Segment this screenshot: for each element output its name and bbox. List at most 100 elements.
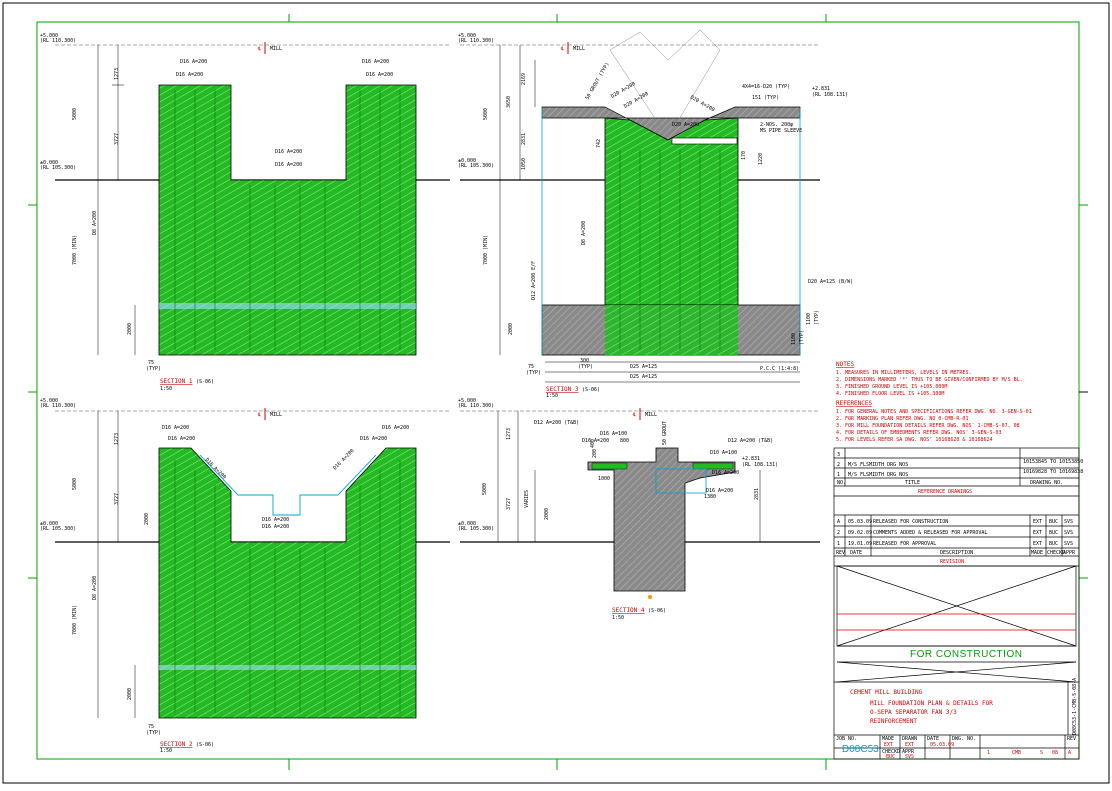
dim: 5000: [483, 108, 489, 120]
rebar-label: D10 A=100: [710, 450, 737, 456]
dim: 1100: [791, 333, 797, 345]
rebar-label: D12 A=200 (T&B): [534, 420, 579, 426]
centerline-mark: ℄: [257, 408, 266, 420]
rev-date: 05.03.09: [848, 519, 872, 525]
date-label: DATE: [927, 736, 939, 742]
level-ground: ±0.000: [458, 521, 476, 527]
level-ground-rl: (RL 105.300): [458, 526, 494, 532]
pocket-leader-lines: [609, 29, 721, 139]
dim: 400: [590, 439, 596, 448]
rebar-label: D20 A=200: [689, 95, 715, 114]
note-item: 2. DIMENSIONS MARKED '*' THUS TO BE GIVE…: [836, 377, 1023, 383]
rev-approved: SVS: [1064, 530, 1073, 536]
rebar-label: D16 A=200: [176, 72, 203, 78]
rebar-label: D16 A=200: [275, 162, 302, 168]
level-ground: ±0.000: [40, 521, 58, 527]
ref-header-title: TITLE: [905, 480, 920, 486]
dim: 1273: [114, 68, 120, 80]
level-ground-rl: (RL 105.300): [458, 163, 494, 169]
dim: VARIES: [524, 490, 530, 508]
dim: 2000: [508, 323, 514, 335]
rev-value: A: [1068, 750, 1071, 756]
section-title: SECTION 1: [160, 378, 193, 385]
title-block-red-lines: [837, 613, 1076, 631]
dim: 2000: [127, 323, 133, 335]
rev-date: 09.02.09: [848, 530, 872, 536]
centerline-mark: ℄: [257, 42, 266, 54]
rebar-label: MS PIPE SLEEVE: [760, 128, 802, 134]
rebar-label: 50 GROUT (TYP): [585, 61, 611, 101]
ref-row-dwg: 10153845 TO 10153850: [1023, 459, 1083, 465]
dim: 1380: [704, 494, 716, 500]
dim: 800: [620, 438, 629, 444]
side-code: D08C53-1-CMB-S-08-A: [1072, 678, 1078, 735]
notes-heading: NOTES: [836, 361, 854, 368]
rebar-lines: [174, 460, 401, 713]
dim: 3650: [506, 96, 512, 108]
dim: 1050: [521, 158, 527, 170]
dim-chain: [92, 45, 136, 355]
section-1: ℄: [55, 42, 450, 356]
approved-value: SVS: [905, 754, 914, 760]
level-ground-rl: (RL 105.300): [40, 165, 76, 171]
checked-value: BUC: [886, 754, 895, 760]
ref-row-no: 1: [837, 472, 840, 478]
rebar-label: 151 (TYP): [752, 95, 779, 101]
made-value: EXT: [884, 742, 893, 748]
foundation-body: [158, 84, 417, 356]
dwg-no-label: DWG. NO.: [952, 736, 976, 742]
rebar-label: D20 A=200: [672, 122, 699, 128]
rev-header: MADE: [1031, 550, 1043, 556]
section-title: SECTION 4: [612, 607, 645, 614]
pcc-strip: [159, 665, 416, 670]
centerline-mark: ℄: [632, 408, 641, 420]
made-label: MADE: [882, 736, 894, 742]
level-top-rl: (RL 110.300): [40, 403, 76, 409]
ref-row-title: M/S FLSMIDTH DRG NOS: [848, 462, 908, 468]
rebar-label: D16 A=200: [332, 448, 355, 471]
level-bracket: +2.831: [742, 456, 760, 462]
job-no-label: JOB NO.: [836, 736, 857, 742]
rebar-label: D16 A=200: [706, 488, 733, 494]
dim: 7000 (MIN): [72, 235, 78, 265]
rev-label: REV: [1067, 736, 1076, 742]
dim: 3727: [114, 133, 120, 145]
section-scale: 1:50: [612, 615, 624, 621]
cl-symbol: ℄: [560, 46, 565, 52]
rev-header: REV: [836, 550, 845, 556]
rebar-label: P.C.C (1:4:8): [760, 366, 799, 372]
rev-header: DESCRIPTION: [940, 550, 973, 556]
level-top: +5.000: [458, 33, 476, 39]
drawing-title-line: REINFORCEMENT: [870, 718, 917, 725]
rev-made: EXT: [1033, 541, 1042, 547]
dim: 200: [592, 449, 598, 458]
embed-plate: [671, 137, 738, 145]
centerline-label: MILL: [270, 412, 282, 418]
centerline-mark: ℄: [560, 42, 569, 54]
rebar-label: D16 A=200: [262, 517, 289, 523]
cl-symbol: ℄: [257, 412, 262, 418]
rebar-label: D16 A=200: [582, 438, 609, 444]
rev-no: A: [837, 519, 840, 525]
reference-item: 1. FOR GENERAL NOTES AND SPECIFICATIONS …: [836, 409, 1032, 415]
dim: 7000 (MIN): [72, 605, 78, 635]
section-scale: 1:50: [160, 748, 172, 754]
level-top-rl: (RL 110.300): [458, 403, 494, 409]
frame-ticks: [28, 14, 1088, 770]
level-marker: [648, 595, 652, 599]
section-4: ℄: [460, 408, 820, 599]
foundation-body: [158, 447, 417, 719]
dim-chain: [497, 411, 761, 542]
dim: 3727: [114, 493, 120, 505]
approved-label: APPR: [902, 749, 915, 755]
ref-header-dwg: DRAWING NO.: [1030, 480, 1063, 486]
dim: 75: [148, 360, 154, 366]
pedestal-body: [604, 117, 739, 306]
rebar-lines: [174, 90, 401, 350]
dim: 5000: [72, 108, 78, 120]
drawn-label: DRAWN: [902, 736, 917, 742]
level-ground: ±0.000: [458, 158, 476, 164]
dim: (TYP): [526, 370, 541, 376]
dim: (TYP): [799, 330, 805, 345]
status-stamp: FOR CONSTRUCTION: [910, 649, 1022, 660]
